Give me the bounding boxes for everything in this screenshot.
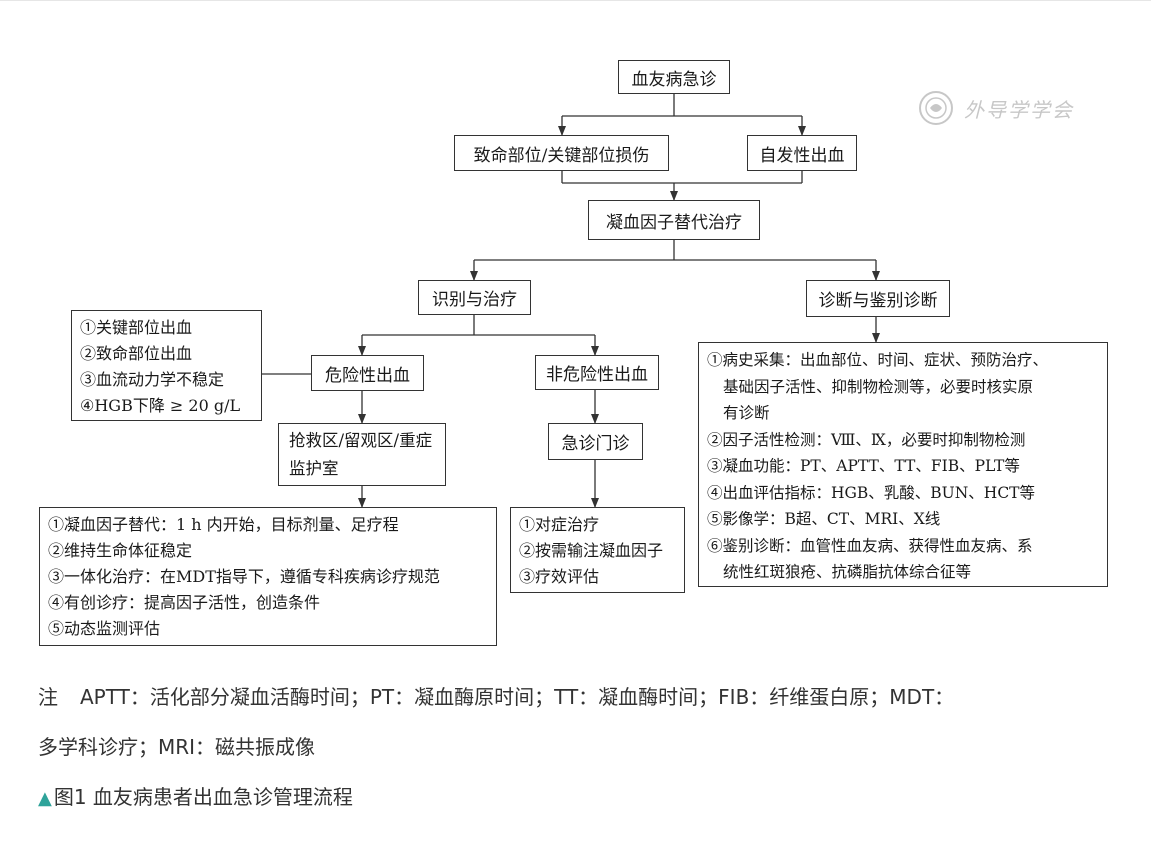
emergency-clinic-node: 急诊门诊 [548, 423, 643, 460]
dangerous-step-item: ①凝血因子替代：1 h 内开始，目标剂量、足疗程 [48, 515, 399, 534]
criteria-item: ③血流动力学不稳定 [80, 370, 225, 389]
criteria-item: ④HGB下降 ≥ 20 g/L [80, 396, 241, 415]
note-text-1: APTT：活化部分凝血活酶时间；PT：凝血酶原时间；TT：凝血酶时间；FIB：纤… [80, 685, 955, 709]
dangerous-criteria-box: ①关键部位出血 ②致命部位出血 ③血流动力学不稳定 ④HGB下降 ≥ 20 g/… [71, 310, 262, 421]
dangerous-step-item: ④有创诊疗：提高因子活性，创造条件 [48, 593, 321, 612]
non-dangerous-bleeding-label: 非危险性出血 [546, 365, 648, 385]
note-line-2: 多学科诊疗；MRI：磁共振成像 [38, 731, 315, 760]
clinic-step-item: ②按需输注凝血因子 [519, 541, 664, 560]
diagnosis-step-line: ⑥鉴别诊断：血管性血友病、获得性血友病、系 [707, 536, 1033, 555]
clinic-step-item: ①对症治疗 [519, 515, 600, 534]
dangerous-steps-box: ①凝血因子替代：1 h 内开始，目标剂量、足疗程 ②维持生命体征稳定 ③一体化治… [39, 507, 497, 646]
dangerous-step-item: ②维持生命体征稳定 [48, 541, 193, 560]
diagnosis-step-line: ①病史采集：出血部位、时间、症状、预防治疗、 [707, 351, 1049, 369]
factor-replacement-node: 凝血因子替代治疗 [588, 200, 760, 240]
injury-label: 致命部位/关键部位损伤 [473, 145, 650, 166]
criteria-item: ②致命部位出血 [80, 344, 193, 363]
diagnosis-node: 诊断与鉴别诊断 [806, 280, 950, 317]
rescue-area-node: 抢救区/留观区/重症 监护室 [278, 423, 446, 486]
emergency-clinic-label: 急诊门诊 [561, 434, 630, 454]
rescue-area-line: 抢救区/留观区/重症 [289, 431, 433, 450]
identify-treat-node: 识别与治疗 [418, 280, 531, 315]
non-dangerous-bleeding-node: 非危险性出血 [535, 355, 659, 390]
clinic-steps-box: ①对症治疗 ②按需输注凝血因子 ③疗效评估 [510, 507, 685, 593]
diagnosis-step-line: 基础因子活性、抑制物检测等，必要时核实原 [723, 377, 1034, 396]
note-line-1: 注 APTT：活化部分凝血活酶时间；PT：凝血酶原时间；TT：凝血酶时间；FIB：… [38, 681, 954, 710]
dangerous-step-item: ⑤动态监测评估 [48, 619, 161, 638]
diagnosis-label: 诊断与鉴别诊断 [818, 291, 938, 311]
triangle-marker-icon: ▲ [38, 788, 52, 809]
diagnosis-step-line: ②因子活性检测：Ⅷ、Ⅸ，必要时抑制物检测 [707, 430, 1026, 449]
root-label: 血友病急诊 [631, 69, 717, 90]
dangerous-step-item: ③一体化治疗：在MDT指导下，遵循专科疾病诊疗规范 [48, 567, 440, 586]
note-text-2: 多学科诊疗；MRI：磁共振成像 [38, 735, 316, 759]
seal-logo-icon [919, 91, 953, 125]
dangerous-bleeding-node: 危险性出血 [311, 355, 424, 391]
rescue-area-line: 监护室 [289, 459, 339, 478]
diagnosis-step-line: 有诊断 [723, 404, 770, 422]
dangerous-bleeding-label: 危险性出血 [325, 365, 410, 386]
watermark-text: 外导学学会 [964, 97, 1074, 122]
watermark: 外导学学会 [918, 90, 1074, 126]
caption-text: 图1 血友病患者出血急诊管理流程 [53, 785, 353, 809]
injury-node: 致命部位/关键部位损伤 [454, 135, 669, 171]
root-node: 血友病急诊 [618, 60, 730, 94]
clinic-step-item: ③疗效评估 [519, 567, 600, 586]
diagnosis-step-line: 统性红斑狼疮、抗磷脂抗体综合征等 [723, 563, 972, 581]
note-prefix: 注 [38, 685, 58, 709]
factor-replacement-label: 凝血因子替代治疗 [606, 212, 742, 233]
spontaneous-node: 自发性出血 [747, 135, 857, 171]
diagnosis-step-line: ⑤影像学：B超、CT、MRI、X线 [707, 510, 941, 528]
identify-treat-label: 识别与治疗 [432, 290, 517, 310]
top-divider [0, 0, 1151, 1]
diagnosis-step-line: ③凝血功能：PT、APTT、TT、FIB、PLT等 [707, 457, 1020, 475]
spontaneous-label: 自发性出血 [759, 145, 845, 166]
diagnosis-steps-box: ①病史采集：出血部位、时间、症状、预防治疗、 基础因子活性、抑制物检测等，必要时… [698, 342, 1108, 587]
diagnosis-step-line: ④出血评估指标：HGB、乳酸、BUN、HCT等 [707, 483, 1036, 502]
figure-caption: ▲图1 血友病患者出血急诊管理流程 [38, 781, 353, 810]
criteria-item: ①关键部位出血 [80, 318, 193, 337]
